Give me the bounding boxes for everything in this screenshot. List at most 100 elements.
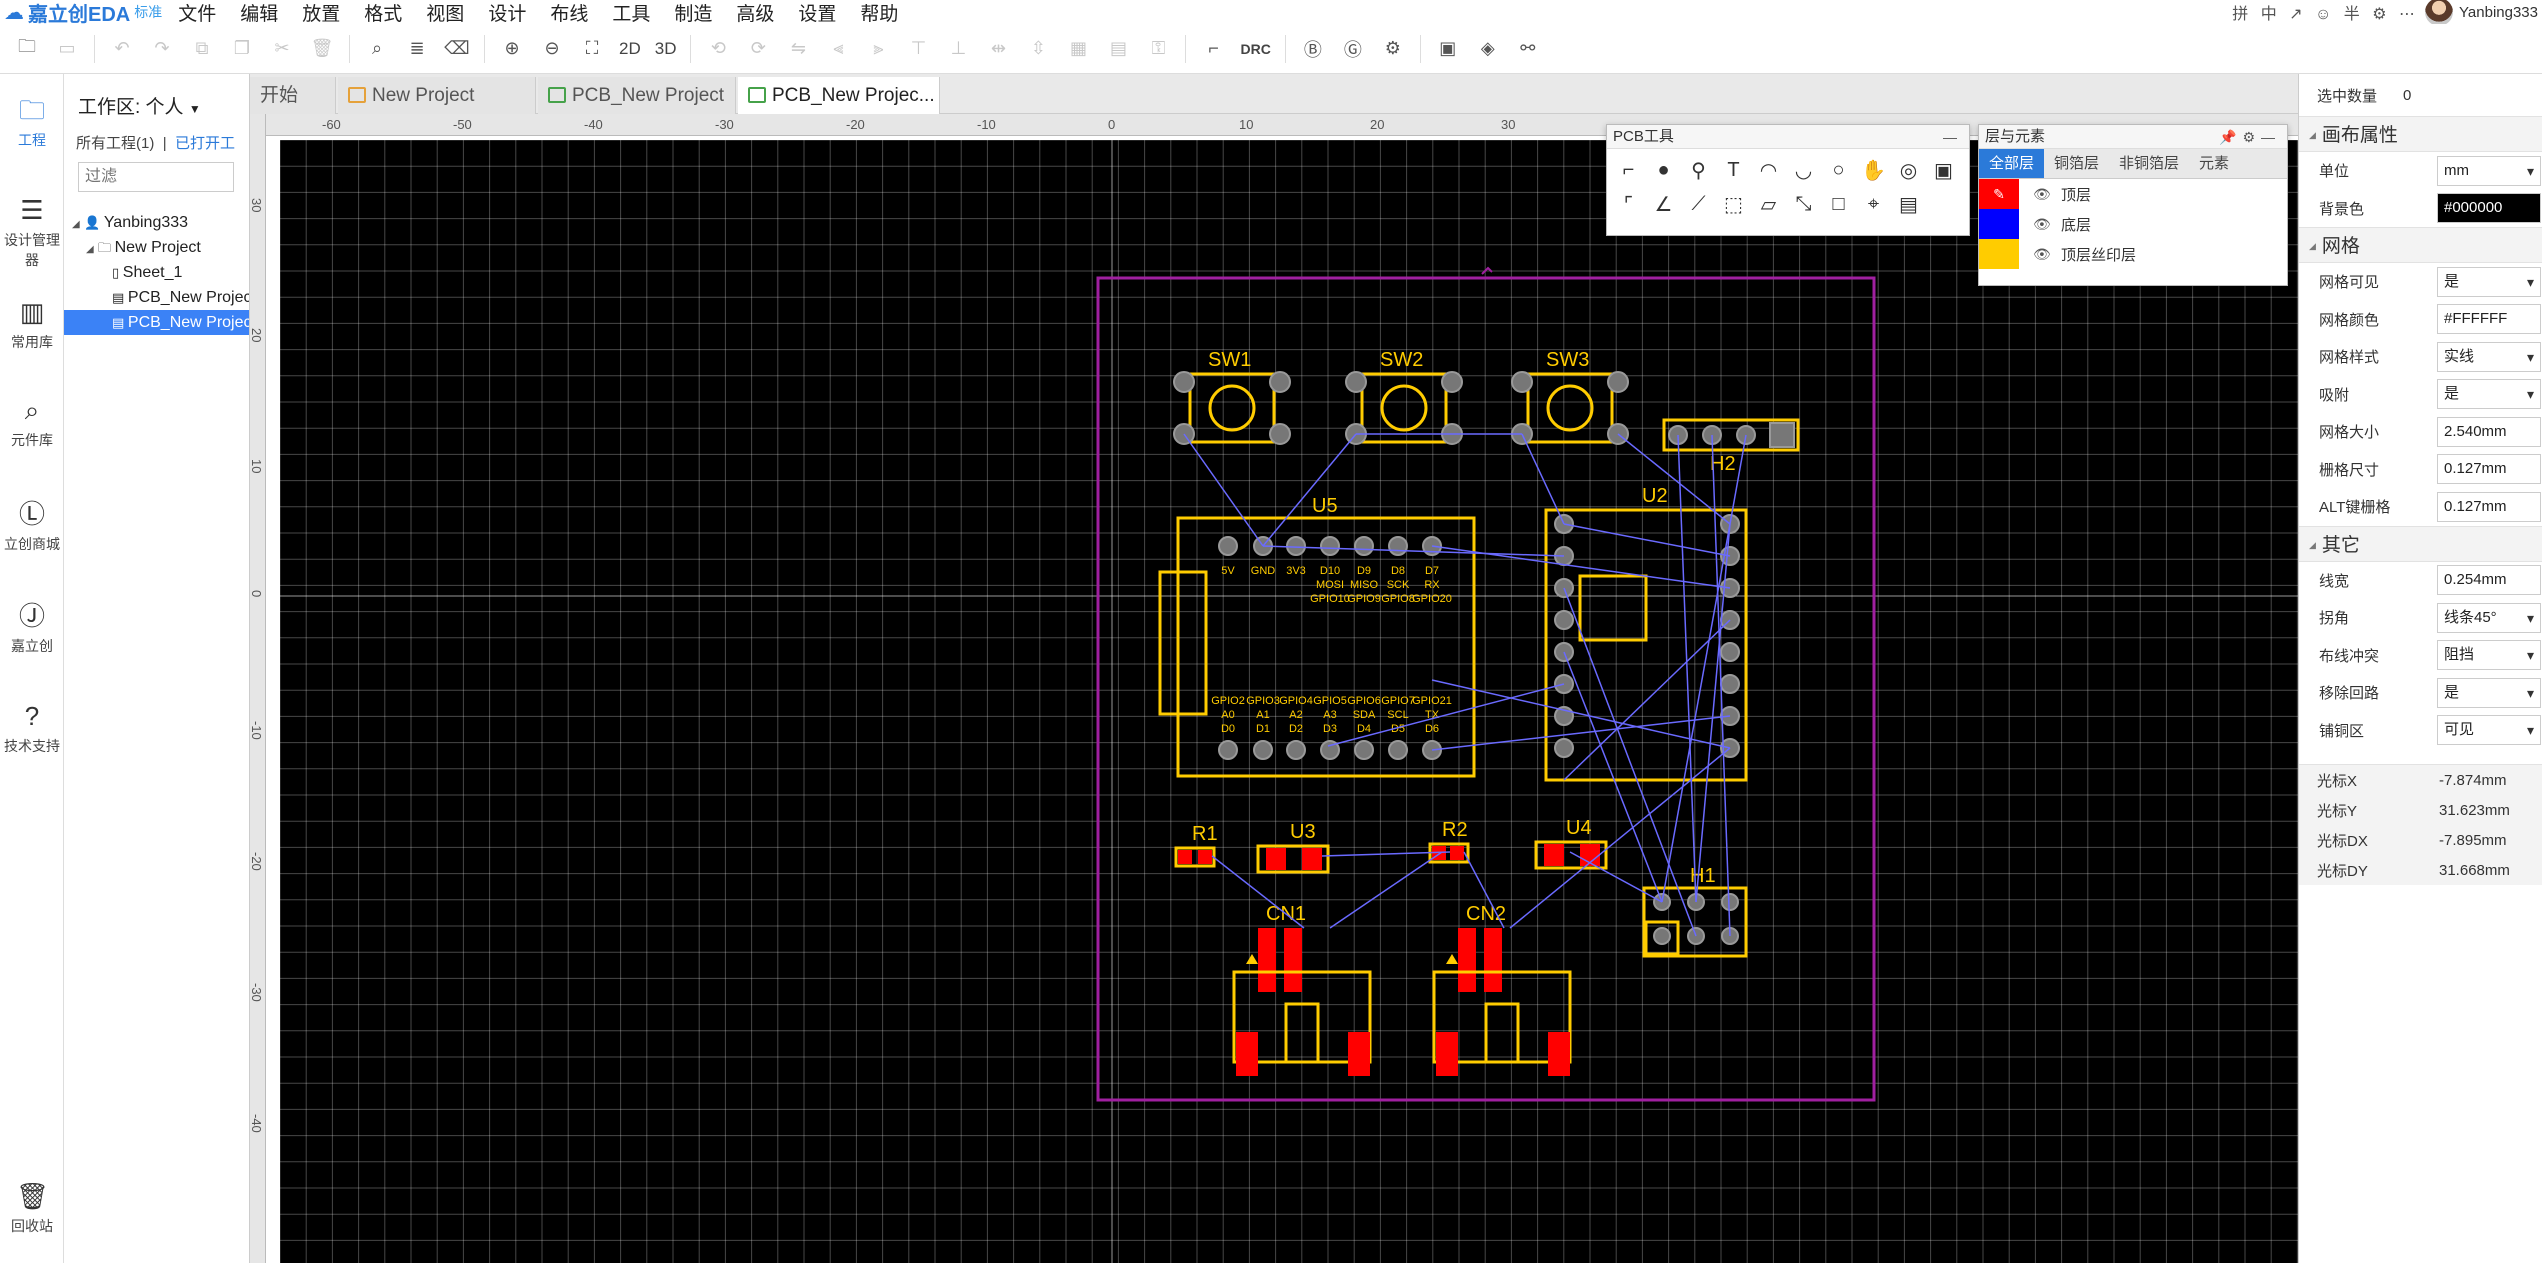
designator[interactable]: U4 xyxy=(1566,817,1592,839)
tree-item[interactable]: ▤ PCB_New Project xyxy=(64,310,249,335)
distribute-h-icon[interactable]: ⇹ xyxy=(990,38,1007,58)
align-top-icon[interactable]: ⊤ xyxy=(910,38,927,58)
pad[interactable] xyxy=(1388,536,1408,556)
pad[interactable] xyxy=(1269,423,1291,445)
paste-icon[interactable]: ❐ xyxy=(233,38,251,58)
smd-pad[interactable] xyxy=(1178,850,1192,864)
property-input[interactable]: 2.540mm xyxy=(2437,416,2541,447)
circle-icon[interactable]: ○ xyxy=(1832,158,1845,181)
tab[interactable]: 开始 xyxy=(250,77,336,114)
pad[interactable] xyxy=(1441,371,1463,393)
smd-pad[interactable] xyxy=(1544,844,1564,866)
save-icon[interactable]: ▭ xyxy=(58,38,76,58)
minimize-icon[interactable]: — xyxy=(2261,129,2281,145)
smd-pad[interactable] xyxy=(1198,850,1212,864)
menu-item[interactable]: 布线 xyxy=(550,3,589,25)
gerber-icon[interactable]: Ⓖ xyxy=(1343,39,1362,60)
settings-icon[interactable]: ⚙ xyxy=(1384,38,1401,58)
view-3d-button[interactable]: 3D xyxy=(654,38,677,58)
eye-icon[interactable]: 👁 xyxy=(2033,215,2051,232)
drc-button[interactable]: DRC xyxy=(1240,40,1271,57)
tree-toggle-icon[interactable]: ◢ xyxy=(72,219,80,230)
pcb-tools-titlebar[interactable]: PCB工具 — xyxy=(1607,125,1969,149)
property-select[interactable]: 可见 xyxy=(2437,715,2541,746)
align-left-icon[interactable]: ⫷ xyxy=(833,38,844,58)
layer-tab[interactable]: 全部层 xyxy=(1979,149,2045,178)
opened-projects-link[interactable]: 已打开工 xyxy=(174,135,235,152)
pad[interactable] xyxy=(1286,536,1306,556)
undo-icon[interactable]: ↶ xyxy=(114,38,130,58)
property-section-header[interactable]: 其它 xyxy=(2299,525,2542,562)
layer-tab[interactable]: 铜箔层 xyxy=(2054,155,2100,172)
pad[interactable] xyxy=(1720,674,1740,694)
filter-input[interactable] xyxy=(78,162,234,192)
property-input[interactable]: 0.127mm xyxy=(2437,454,2541,485)
search-icon[interactable]: ⌕ xyxy=(371,38,383,58)
designator[interactable]: R1 xyxy=(1192,823,1218,845)
ic-body[interactable] xyxy=(1578,574,1648,642)
property-select[interactable]: 线条45° xyxy=(2437,602,2541,633)
export-image-icon[interactable]: ▣ xyxy=(1439,38,1457,58)
route-icon[interactable]: ⌐ xyxy=(1208,38,1219,58)
property-input[interactable]: #000000 xyxy=(2437,193,2541,224)
pad[interactable] xyxy=(1554,738,1574,758)
rotate-icon[interactable]: ⟲ xyxy=(710,38,727,58)
split-icon[interactable]: ⤡ xyxy=(1795,192,1812,215)
property-select[interactable]: 阻挡 xyxy=(2437,640,2541,671)
pad[interactable] xyxy=(1253,740,1273,760)
wire-icon[interactable]: ⌐ xyxy=(1622,158,1635,181)
align-bottom-icon[interactable]: ⊥ xyxy=(950,38,967,58)
zoom-in-icon[interactable]: ⊕ xyxy=(504,38,520,58)
pad[interactable] xyxy=(1653,927,1671,945)
pad[interactable] xyxy=(1354,740,1374,760)
layer-row[interactable]: ✎👁顶层 xyxy=(1979,179,2287,209)
smd-pad[interactable] xyxy=(1236,1032,1258,1076)
leftbar-item[interactable]: ▥常用库 xyxy=(0,296,64,352)
connector-key[interactable] xyxy=(1484,1002,1520,1064)
ic-outline[interactable] xyxy=(1544,508,1748,782)
connect-icon[interactable]: ⟋ xyxy=(1691,192,1706,215)
smd-pad[interactable] xyxy=(1484,928,1502,992)
pad[interactable] xyxy=(1769,422,1795,448)
tree-item[interactable]: ◢🗀 New Project xyxy=(64,235,249,260)
tree-item[interactable]: ▤ PCB_New Project xyxy=(64,285,249,310)
property-select[interactable]: 是 xyxy=(2437,379,2541,410)
flip-icon[interactable]: ⟳ xyxy=(750,38,767,58)
property-select[interactable]: 实线 xyxy=(2437,341,2541,372)
pad[interactable] xyxy=(1345,371,1367,393)
property-input[interactable]: #FFFFFF xyxy=(2437,304,2541,335)
layers-titlebar[interactable]: 层与元素 📌⚙— xyxy=(1979,125,2287,149)
layer-color-swatch[interactable] xyxy=(1979,239,2019,269)
property-section-header[interactable]: 画布属性 xyxy=(2299,116,2542,152)
text-icon[interactable]: T xyxy=(1727,158,1740,181)
rect-icon[interactable]: □ xyxy=(1832,192,1845,215)
pad[interactable] xyxy=(1511,371,1533,393)
property-input[interactable]: 0.254mm xyxy=(2437,565,2541,596)
leftbar-item[interactable]: ☰设计管理器 xyxy=(0,194,64,270)
eye-icon[interactable]: 👁 xyxy=(2033,185,2051,202)
tab[interactable]: PCB_New Projec... xyxy=(738,77,940,114)
ungroup-icon[interactable]: ▤ xyxy=(1109,38,1127,58)
bom-icon[interactable]: Ⓑ xyxy=(1303,39,1322,60)
copper-area-icon[interactable]: ⬚ xyxy=(1724,193,1743,216)
distribute-v-icon[interactable]: ⇳ xyxy=(1030,38,1047,58)
find-similar-icon[interactable]: ≣ xyxy=(409,38,425,58)
layer-color-swatch[interactable] xyxy=(1979,209,2019,239)
via-icon[interactable]: ● xyxy=(1657,158,1670,181)
layer-tab[interactable]: 元素 xyxy=(2199,155,2230,172)
mirror-icon[interactable]: ⇋ xyxy=(790,38,807,58)
cut-icon[interactable]: ✂ xyxy=(274,38,290,58)
tree-item[interactable]: ◢👤 Yanbing333 xyxy=(64,210,249,235)
pad[interactable] xyxy=(1607,371,1629,393)
dimension-icon[interactable]: ∠ xyxy=(1654,193,1673,216)
tree-toggle-icon[interactable]: ◢ xyxy=(86,244,94,255)
switch-outline[interactable] xyxy=(1526,372,1614,444)
hand-icon[interactable]: ✋ xyxy=(1861,159,1886,182)
pad[interactable] xyxy=(1269,371,1291,393)
smd-pad[interactable] xyxy=(1458,928,1476,992)
pin-icon[interactable]: 📌 xyxy=(2219,129,2243,145)
designator[interactable]: H2 xyxy=(1710,453,1736,475)
layer-row[interactable]: 👁顶层丝印层 xyxy=(1979,239,2287,269)
